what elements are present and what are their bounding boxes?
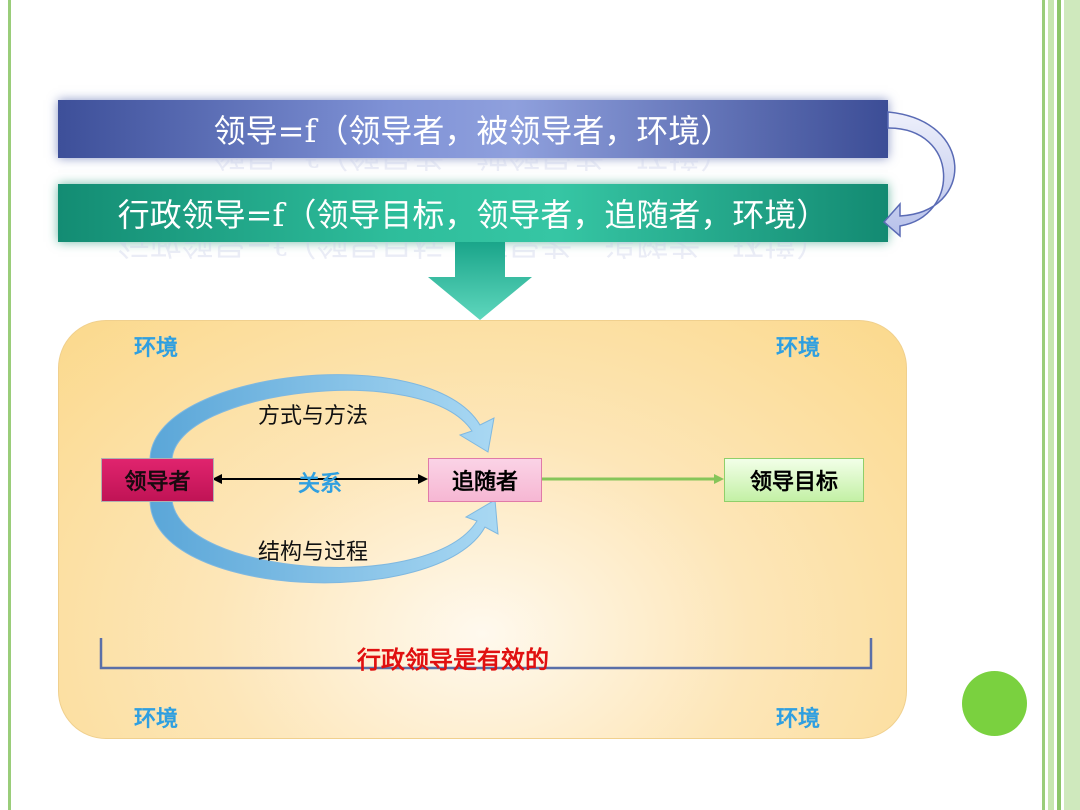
- formula-banner-top: 领导=f（领导者，被领导者，环境）: [58, 100, 888, 158]
- right-stripe: [1064, 0, 1080, 810]
- upper-arc-arrow-icon: [149, 374, 495, 461]
- lower-arc-arrow-icon: [149, 499, 499, 584]
- goal-node-label: 领导目标: [749, 469, 838, 495]
- formula-banner-bottom: 行政领导=f（领导目标，领导者，追随者，环境）: [58, 184, 888, 242]
- follower-node: 追随者: [428, 458, 542, 502]
- left-border-line: [8, 0, 11, 810]
- arrow-right-icon: [418, 474, 428, 484]
- goal-node: 领导目标: [724, 458, 864, 502]
- right-stripe: [1042, 0, 1045, 810]
- down-arrow-icon: [428, 242, 532, 320]
- environment-label-top-left: 环境: [134, 336, 179, 361]
- arrow-left-icon: [212, 474, 222, 484]
- conclusion-text: 行政领导是有效的: [357, 645, 549, 674]
- leader-node-label: 领导者: [124, 469, 191, 495]
- right-stripe: [1057, 0, 1061, 810]
- formula-bottom-text: 行政领导=f（领导目标，领导者，追随者，环境）: [117, 196, 829, 234]
- environment-label-bottom-right: 环境: [776, 707, 821, 732]
- lower-arc-label: 结构与过程: [258, 540, 369, 565]
- leader-node: 领导者: [101, 458, 214, 502]
- relation-label: 关系: [298, 471, 343, 497]
- curved-arrow-icon: [882, 111, 956, 238]
- bottom-bracket: [99, 638, 873, 670]
- green-circle-decoration: [962, 671, 1027, 736]
- environment-label-top-right: 环境: [776, 336, 821, 361]
- right-stripe: [1048, 0, 1054, 810]
- upper-arc-label: 方式与方法: [258, 404, 369, 429]
- goal-arrow-icon: [714, 474, 724, 484]
- environment-label-bottom-left: 环境: [134, 707, 179, 732]
- formula-top-text: 领导=f（领导者，被领导者，环境）: [213, 112, 733, 150]
- follower-node-label: 追随者: [451, 469, 518, 495]
